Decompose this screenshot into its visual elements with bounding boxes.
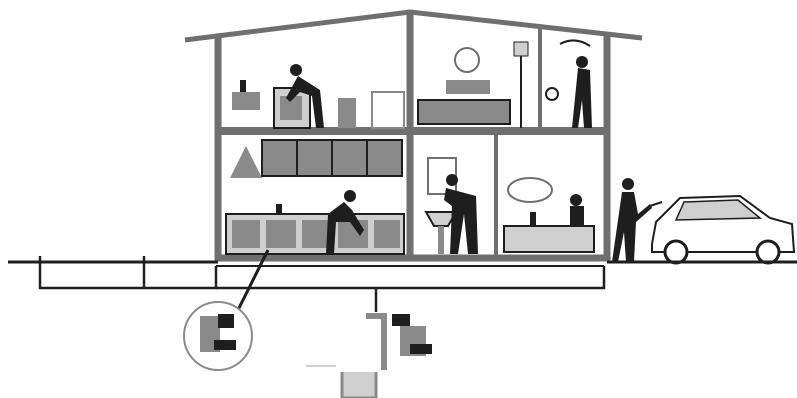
washbasket [232, 80, 260, 110]
upper-laundry-room [232, 64, 405, 129]
laundry-basket [338, 98, 356, 128]
lower-bathroom [503, 177, 595, 253]
pump-motor [392, 314, 410, 326]
person-showering [572, 56, 592, 128]
person-with-hose [612, 178, 663, 262]
car [651, 194, 796, 265]
bed [417, 99, 511, 125]
car-front-wheel [755, 239, 781, 265]
roof [184, 9, 643, 43]
sump-pump-assembly [306, 313, 432, 398]
car-rear-wheel [663, 239, 689, 265]
person-washing-face [444, 174, 478, 254]
base-cabinets [225, 213, 405, 255]
shower-head [559, 39, 591, 47]
callout-pointer [234, 249, 270, 315]
washbasin [424, 211, 458, 227]
basin-pedestal [438, 226, 444, 254]
oval-mirror [507, 177, 553, 203]
house-structure [214, 14, 611, 262]
washroom [424, 157, 478, 254]
floor-lamp [513, 41, 529, 128]
round-mirror [454, 47, 480, 73]
wall-cabinets [261, 139, 403, 177]
bathtub [503, 225, 595, 253]
water-heater [371, 91, 405, 129]
kitchen [225, 139, 405, 255]
headboard [446, 80, 490, 94]
person-at-dishwasher [326, 190, 364, 254]
drain-pipes [38, 256, 606, 312]
range-hood [230, 146, 262, 178]
inspection-lens [183, 301, 253, 371]
shower-tap [545, 87, 559, 101]
upper-shower-room [545, 39, 592, 128]
bathtub-faucet-fixture [570, 194, 584, 226]
person-loading-laundry [286, 64, 324, 128]
bath-tap [530, 212, 536, 226]
upper-middle-room [417, 41, 529, 128]
oven [232, 220, 260, 248]
kitchen-tap [276, 204, 282, 214]
sump-tank [340, 372, 378, 398]
